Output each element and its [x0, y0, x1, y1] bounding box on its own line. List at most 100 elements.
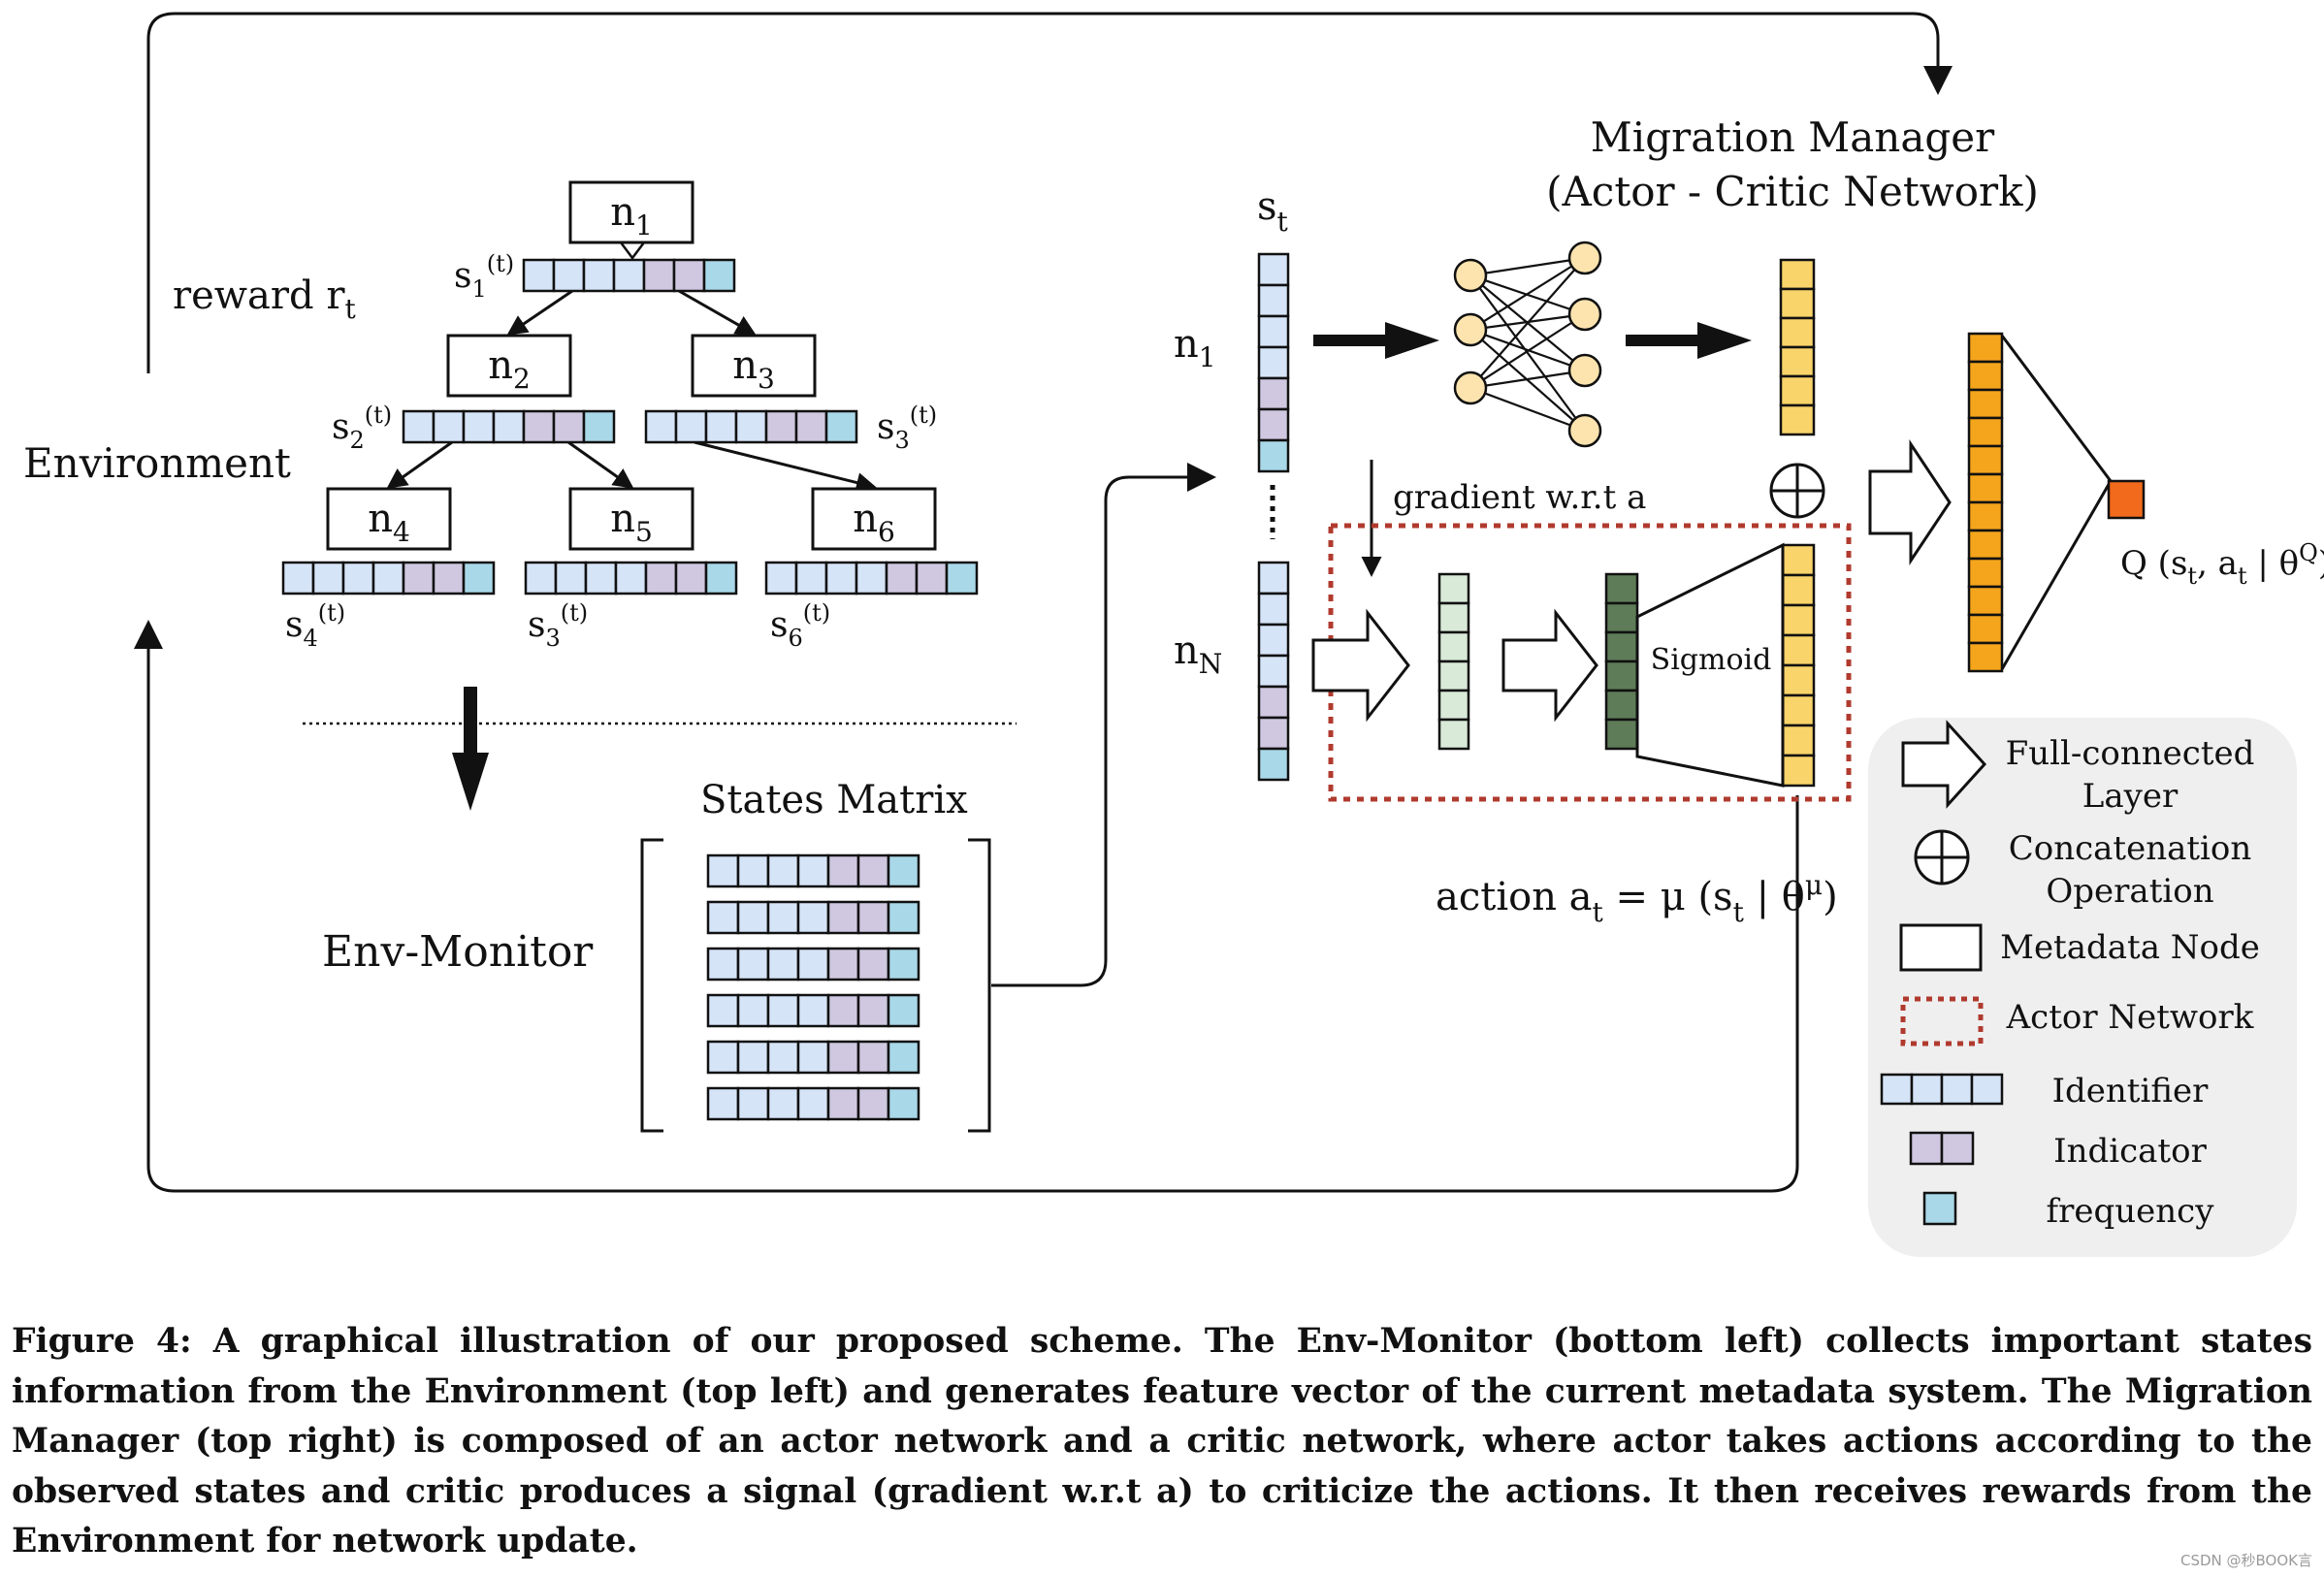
actor-pre-sigmoid-cell	[1604, 630, 1639, 663]
tree-state-vector-1-indicator-cell	[672, 258, 706, 293]
actor-hidden-cell	[1437, 689, 1470, 722]
matrix-row-2-indicator-cell	[856, 900, 890, 935]
state-label: st	[1257, 184, 1289, 238]
concat-symbol	[1769, 463, 1825, 519]
nn-neuron	[1567, 353, 1602, 388]
legend-fc-icon	[1901, 720, 1987, 809]
tree-state-vector-3-identifier-cell	[704, 409, 738, 444]
tree-state-vector-6-identifier-cell	[794, 561, 828, 595]
state-n1-cell	[1257, 252, 1290, 287]
down-arrow-head	[452, 753, 489, 811]
critic-hidden-arrow-head	[1697, 322, 1752, 359]
environment-label: Environment	[23, 439, 291, 487]
tree-state-vector-6-indicator-cell	[885, 561, 919, 595]
matrix-row-2-identifier-cell	[796, 900, 830, 935]
tree-state-vector-3-identifier-cell	[674, 409, 708, 444]
critic-output-cell	[1779, 258, 1816, 291]
gradient-label: gradient w.r.t a	[1393, 478, 1646, 517]
tree-node-1	[568, 180, 694, 244]
matrix-row-2-frequency-cell	[887, 900, 920, 935]
state-to-critic-arrow-head	[1385, 322, 1439, 359]
q-network-cell	[1967, 444, 2004, 476]
legend-metadata-node-label: Metadata Node	[2000, 928, 2260, 967]
tree-state-vector-2-identifier-cell	[462, 409, 496, 444]
matrix-row-2-identifier-cell	[766, 900, 800, 935]
matrix-row-1-identifier-cell	[736, 853, 770, 888]
state-n1-cell	[1257, 407, 1290, 442]
state-nN-cell	[1257, 685, 1290, 720]
matrix-row-6-identifier-cell	[706, 1086, 740, 1121]
tree-state-vector-2-indicator-cell	[522, 409, 556, 444]
matrix-row-3-frequency-cell	[887, 947, 920, 982]
tree-state-vector-4-indicator-cell	[402, 561, 436, 595]
tree-state-vector-4-indicator-cell	[432, 561, 466, 595]
matrix-row-3-indicator-cell	[826, 947, 860, 982]
feedback-loop-line	[134, 620, 1799, 1193]
tree-state-vector-3-identifier-cell	[734, 409, 768, 444]
legend-indicator-cell	[1940, 1131, 1975, 1166]
actor-pre-sigmoid-cell	[1604, 689, 1639, 722]
q-label: Q (st, at | θQ)	[2120, 539, 2324, 590]
actor-pre-sigmoid-cell	[1604, 660, 1639, 692]
state-n1-cell	[1257, 438, 1290, 473]
state-vector-columns	[1257, 252, 1290, 782]
q-network-cell	[1967, 641, 2004, 673]
tree-node-label: n5	[610, 497, 653, 548]
reward-label: reward rt	[173, 274, 356, 325]
actor-pre-sigmoid-cell	[1604, 572, 1639, 605]
tree-node-2	[446, 334, 572, 398]
tree-state-vector-2-identifier-cell	[492, 409, 526, 444]
matrix-row-3-identifier-cell	[706, 947, 740, 982]
sigmoid-label: Sigmoid	[1651, 643, 1772, 677]
legend-concat-label: Concatenation	[2009, 829, 2252, 868]
nn-neuron	[1453, 258, 1488, 293]
matrix-row-5-indicator-cell	[826, 1040, 860, 1075]
critic-output-cell	[1779, 287, 1816, 320]
tree-state-label: s3(t)	[528, 599, 588, 652]
nn-neuron	[1453, 370, 1488, 405]
critic-output-cell	[1779, 316, 1816, 349]
tree-state-vector-5-identifier-cell	[584, 561, 618, 595]
nn-connection	[1469, 386, 1586, 433]
q-network-cell	[1967, 500, 2004, 532]
tree-state-vector-5-identifier-cell	[524, 561, 558, 595]
nn-neuron	[1567, 413, 1602, 448]
matrix-row-6-indicator-cell	[856, 1086, 890, 1121]
critic-neural-net	[1453, 241, 1602, 448]
actor-hidden-cell	[1437, 601, 1470, 634]
tree-state-vector-3-frequency-cell	[824, 409, 858, 444]
tree-state-vector-1-indicator-cell	[642, 258, 676, 293]
state-nN-cell	[1257, 747, 1290, 782]
nn-connection	[1469, 256, 1586, 277]
tree-state-label: s3(t)	[877, 402, 937, 454]
nn-connection	[1469, 274, 1586, 432]
state-n1-cell	[1257, 314, 1290, 349]
nn-neuron	[1567, 297, 1602, 332]
matrix-row-3-indicator-cell	[856, 947, 890, 982]
q-network-cell	[1967, 613, 2004, 645]
actor-fc-arrow-1	[1311, 608, 1410, 723]
nn-neuron	[1453, 312, 1488, 347]
tree-state-vector-4-identifier-cell	[311, 561, 345, 595]
matrix-row-6-identifier-cell	[796, 1086, 830, 1121]
state-nN-cell	[1257, 592, 1290, 627]
reward-loop-line	[146, 12, 1953, 373]
q-network-cell	[1967, 416, 2004, 448]
tree-state-vector-3-identifier-cell	[644, 409, 678, 444]
tree-state-vector-5-frequency-cell	[704, 561, 738, 595]
nn-connection	[1469, 257, 1586, 331]
actor-hidden-cell	[1437, 718, 1470, 751]
tree-edge	[694, 440, 877, 493]
tree-state-vector-5-identifier-cell	[554, 561, 588, 595]
actor-fc-arrow-2	[1501, 608, 1598, 723]
matrix-row-1-indicator-cell	[826, 853, 860, 888]
sigmoid-block	[1635, 542, 1785, 788]
actor-output-cell	[1781, 603, 1816, 637]
q-network-column	[1967, 332, 2004, 673]
matrix-row-1-indicator-cell	[856, 853, 890, 888]
tree-state-vector-5-indicator-cell	[674, 561, 708, 595]
actor-hidden-cell	[1437, 572, 1470, 605]
tree-node-3	[691, 334, 817, 398]
critic-output-cell	[1779, 403, 1816, 436]
